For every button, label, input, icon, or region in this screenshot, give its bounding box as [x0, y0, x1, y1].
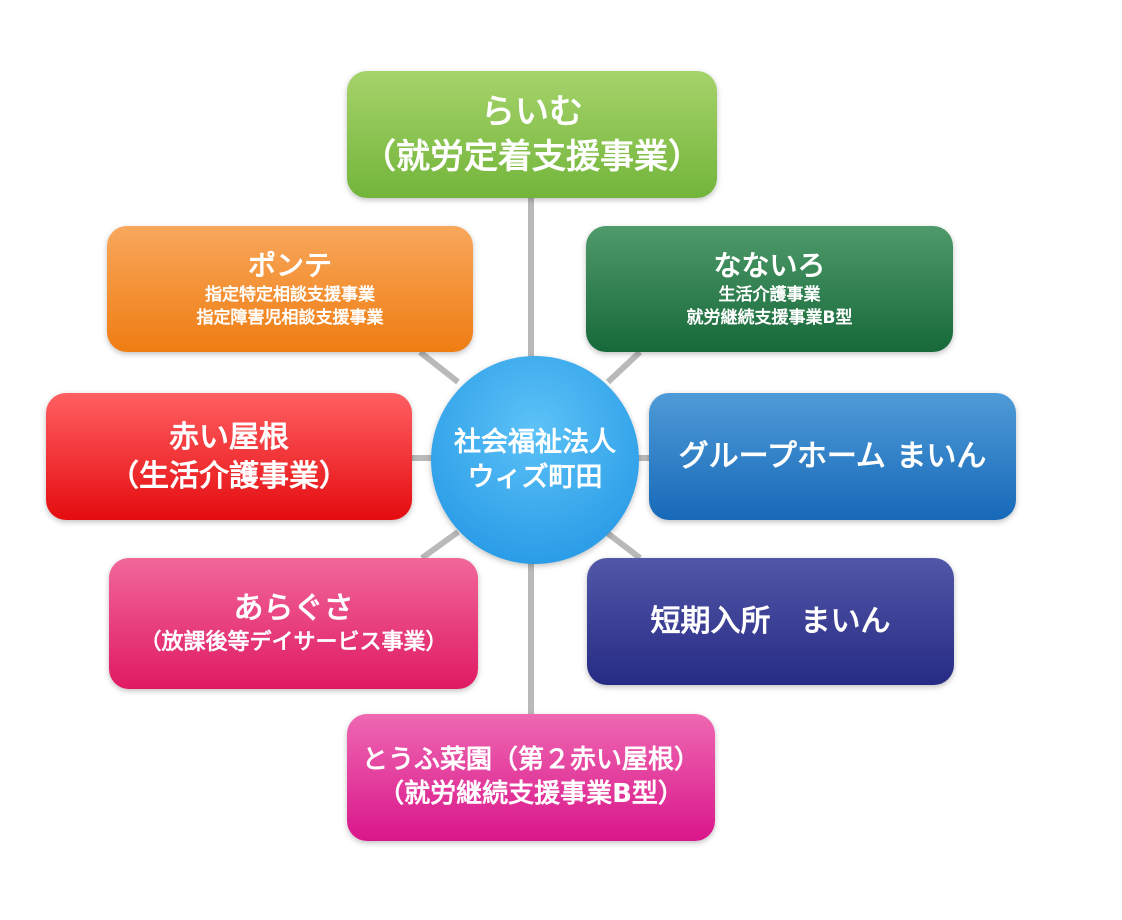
center-line-2: ウィズ町田 [467, 462, 603, 493]
connector-aragusa [420, 529, 460, 561]
connector-ponte [418, 349, 460, 385]
node-toufu: とうふ菜園（第２赤い屋根） （就労継続支援事業B型） [347, 714, 715, 841]
node-aragusa: あらぐさ （放課後等デイサービス事業） [109, 558, 478, 689]
node-subtitle: （生活介護事業） [109, 458, 349, 494]
node-title: なないろ [713, 248, 826, 282]
node-line: 指定特定相談支援事業 [205, 285, 375, 306]
node-line: 生活介護事業 [718, 285, 821, 306]
node-raimu: らいむ （就労定着支援事業） [347, 71, 717, 198]
node-line: 就労継続支援事業B型 [686, 308, 853, 329]
node-subtitle: （就労継続支援事業B型） [378, 778, 684, 809]
connector-tanki [604, 529, 642, 561]
node-title: らいむ [481, 92, 583, 133]
center-line-1: 社会福祉法人 [454, 426, 616, 458]
node-line: 指定障害児相談支援事業 [196, 308, 384, 329]
node-title: ポンテ [247, 248, 332, 282]
node-group-home: グループホーム まいん [649, 393, 1016, 520]
node-title: グループホーム まいん [678, 439, 987, 474]
node-nanairo: なないろ 生活介護事業 就労継続支援事業B型 [586, 226, 953, 352]
node-tanki: 短期入所 まいん [587, 558, 954, 685]
node-subtitle: （放課後等デイサービス事業） [139, 630, 448, 656]
node-title: 短期入所 まいん [650, 604, 891, 639]
node-title: 赤い屋根 [169, 419, 289, 455]
node-title: とうふ菜園（第２赤い屋根） [361, 744, 700, 775]
center-node: 社会福祉法人 ウィズ町田 [431, 356, 639, 564]
node-title: あらぐさ [233, 591, 354, 627]
connector-nanairo [605, 349, 643, 385]
node-subtitle: （就労定着支援事業） [362, 136, 702, 177]
node-ponte: ポンテ 指定特定相談支援事業 指定障害児相談支援事業 [107, 226, 473, 352]
node-akai-yane: 赤い屋根 （生活介護事業） [46, 393, 412, 520]
